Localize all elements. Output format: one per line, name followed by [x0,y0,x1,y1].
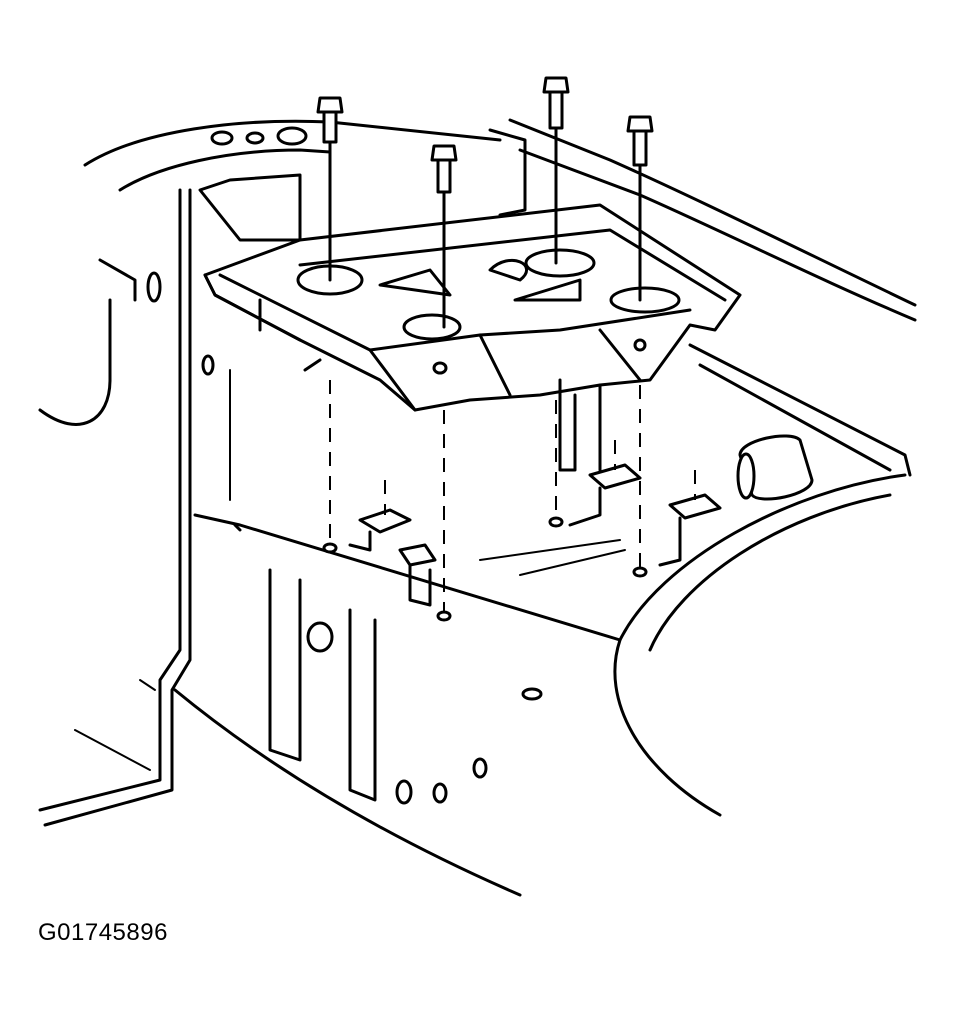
nut-clip-3 [568,440,642,527]
panel-holes [146,126,543,805]
nut-clip-2 [398,543,437,607]
body-panel-outline [38,118,917,897]
alignment-lines [329,380,641,615]
grommet [736,434,814,501]
tray [198,128,742,472]
figure-id-label: G01745896 [38,919,168,946]
bolt-3 [542,76,570,265]
nut-clip-4 [658,470,722,567]
floor-holes [322,516,648,622]
nut-clip-1 [348,480,412,552]
bolt-2 [430,144,458,329]
bolt-1 [316,96,344,282]
bolt-4 [626,115,654,302]
